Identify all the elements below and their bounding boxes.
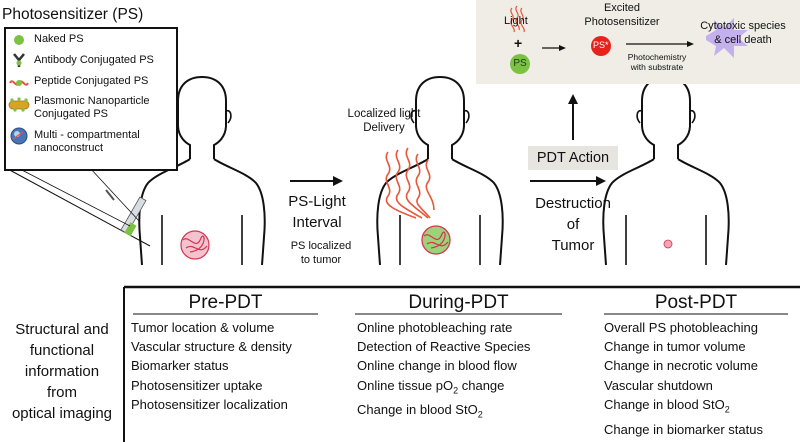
arrow-interval — [290, 176, 343, 186]
side-label-4: from — [47, 384, 77, 401]
panel-pre-list: Tumor location & volume Vascular structu… — [131, 318, 292, 414]
side-label-5: optical imaging — [11, 405, 113, 422]
localized-light-line2: Delivery — [363, 122, 405, 134]
mech-excited-line1: Excited — [603, 2, 641, 14]
ps-localized-line1: PS localized — [290, 240, 352, 252]
localized-light-line1: Localized light — [347, 108, 421, 120]
green-dot-icon — [14, 35, 24, 45]
legend-item-peptide-ps: Peptide Conjugated PS — [34, 75, 149, 87]
legend-item-nanoconstruct: Multi - compartmental nanoconstruct — [34, 129, 140, 154]
mech-ps-label: PS — [513, 58, 527, 69]
arrow-destruction — [530, 176, 606, 186]
list-item: Online change in blood flow — [357, 358, 517, 374]
mech-excited-line2: Photosensitizer — [584, 16, 660, 28]
interval-line2: Interval — [292, 214, 342, 231]
list-item: Online tissue pO2 change — [357, 377, 505, 396]
legend-box: Naked PS Antibody Conjugated PS Peptide … — [4, 27, 178, 171]
list-item: Detection of Reactive Species — [357, 339, 531, 355]
list-item: Online photobleaching rate — [357, 320, 513, 335]
legend-title: Photosensitizer (PS) — [2, 6, 144, 23]
antibody-icon — [13, 53, 25, 67]
legend-item-antibody-ps: Antibody Conjugated PS — [34, 54, 154, 66]
legend-item-naked-ps: Naked PS — [34, 33, 84, 45]
cytotoxic-burst-icon — [706, 18, 748, 58]
mechanism-graphics — [510, 5, 748, 74]
list-item: Tumor location & volume — [131, 320, 275, 335]
nanoconstruct-icon — [10, 127, 28, 145]
legend-icons — [8, 35, 30, 145]
destruction-line1: Destruction — [535, 195, 611, 212]
ps-green-icon — [510, 54, 530, 74]
destruction-line3: Tumor — [551, 237, 595, 254]
mech-cyto-line2: & cell death — [714, 34, 772, 46]
list-item: Overall PS photobleaching — [604, 320, 758, 335]
tumor-pre-icon — [180, 230, 210, 260]
mechanism-box: Light + PS Excited Photosensitizer PS* P… — [476, 0, 800, 84]
mech-photochem-line1: Photochemistry — [627, 52, 687, 62]
list-item: Change in blood StO2 — [604, 396, 730, 415]
pdt-action-label: PDT Action — [528, 146, 618, 170]
panel-post-title: Post-PDT — [654, 292, 738, 313]
mech-ps-star: PS* — [593, 40, 609, 50]
list-item: Change in biomarker status — [604, 421, 763, 437]
syringe-icon — [5, 167, 151, 247]
panel-during-list: Online photobleaching rate Detection of … — [357, 318, 530, 425]
tumor-during-icon — [421, 225, 451, 255]
arrow-pdt-up — [568, 94, 578, 140]
list-item: Change in blood StO2 — [357, 402, 483, 420]
panel-post-list: Overall PS photobleaching Change in tumo… — [604, 318, 763, 439]
panel-pre-title: Pre-PDT — [188, 292, 263, 313]
legend-item-plasmonic-ps: Plasmonic Nanoparticle Conjugated PS — [34, 95, 150, 120]
mech-light-label: Light — [504, 15, 528, 27]
light-icon — [510, 5, 525, 33]
list-item: Biomarker status — [131, 358, 229, 374]
mech-plus: + — [514, 35, 523, 51]
side-label-3: information — [24, 363, 100, 380]
mech-cyto-line1: Cytotoxic species — [700, 20, 786, 32]
peptide-icon — [9, 80, 29, 86]
panel-during-title: During-PDT — [408, 292, 509, 313]
ps-excited-icon — [591, 36, 611, 56]
list-item: Vascular structure & density — [131, 339, 292, 355]
mech-photochem-line2: with substrate — [630, 62, 684, 72]
nanoparticle-icon — [8, 97, 30, 112]
interval-line1: PS-Light — [288, 193, 346, 210]
list-item: Vascular shutdown — [604, 377, 713, 393]
list-item: Photosensitizer uptake — [131, 377, 263, 393]
ps-localized-line2: to tumor — [300, 254, 342, 266]
light-waves-icon — [385, 147, 435, 219]
list-item: Change in tumor volume — [604, 339, 746, 355]
list-item: Change in necrotic volume — [604, 358, 758, 374]
tumor-post-icon — [663, 239, 673, 249]
bottom-panel-frame — [123, 285, 800, 442]
destruction-line2: of — [566, 216, 580, 233]
list-item: Photosensitizer localization — [131, 396, 288, 412]
side-label-2: functional — [29, 342, 95, 359]
side-label-1: Structural and — [15, 321, 109, 338]
